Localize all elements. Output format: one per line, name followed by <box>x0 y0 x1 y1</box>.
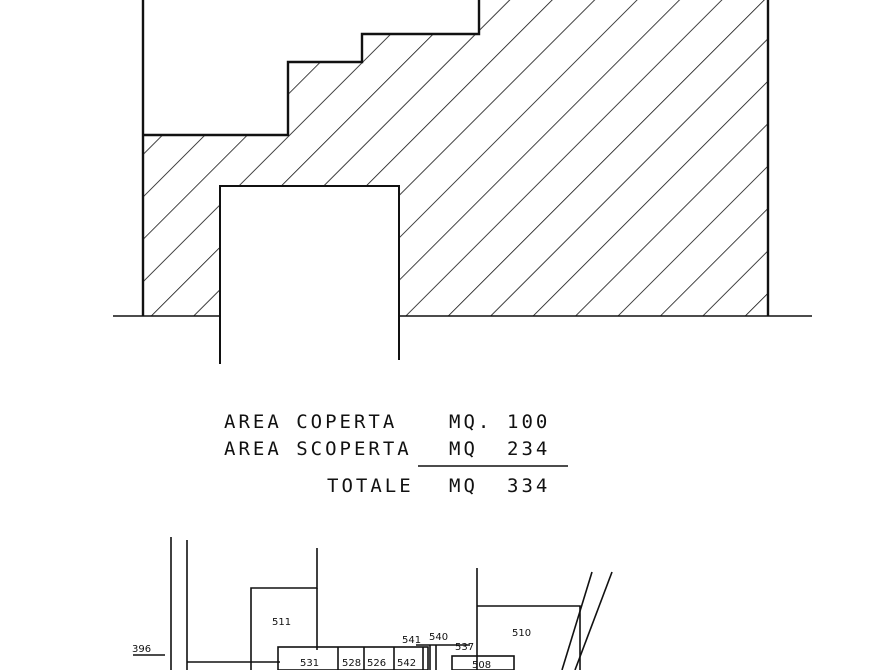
uncovered-area-value: 234 <box>507 438 550 460</box>
parcel-396-label: 396 <box>132 644 151 655</box>
parcel-531-label: 531 <box>300 658 319 669</box>
parcel-526-label: 526 <box>367 658 386 669</box>
parcel-labels: 511 510 396 531 528 526 542 541 540 537 … <box>132 617 531 670</box>
covered-area-value: 100 <box>507 411 550 433</box>
parcel-542-label: 542 <box>397 658 416 669</box>
area-summary: AREA COPERTA MQ. 100 AREA SCOPERTA MQ 23… <box>224 411 568 497</box>
total-value: 334 <box>507 475 550 497</box>
building-outline <box>141 0 770 316</box>
uncovered-area-label: AREA SCOPERTA <box>224 438 412 460</box>
parcel-540-label: 540 <box>429 632 448 643</box>
total-unit: MQ <box>449 475 478 497</box>
covered-area-label: AREA COPERTA <box>224 411 397 433</box>
inner-block <box>219 185 400 364</box>
total-label: TOTALE <box>327 475 414 497</box>
parcel-508-label: 508 <box>472 660 491 670</box>
parcel-511-label: 511 <box>272 617 291 628</box>
cadastral-map <box>133 537 613 670</box>
covered-area-unit: MQ. <box>449 411 492 433</box>
parcel-537-label: 537 <box>455 642 474 653</box>
uncovered-area-unit: MQ <box>449 438 478 460</box>
parcel-541-label: 541 <box>402 635 421 646</box>
parcel-528-label: 528 <box>342 658 361 669</box>
parcel-510-label: 510 <box>512 628 531 639</box>
